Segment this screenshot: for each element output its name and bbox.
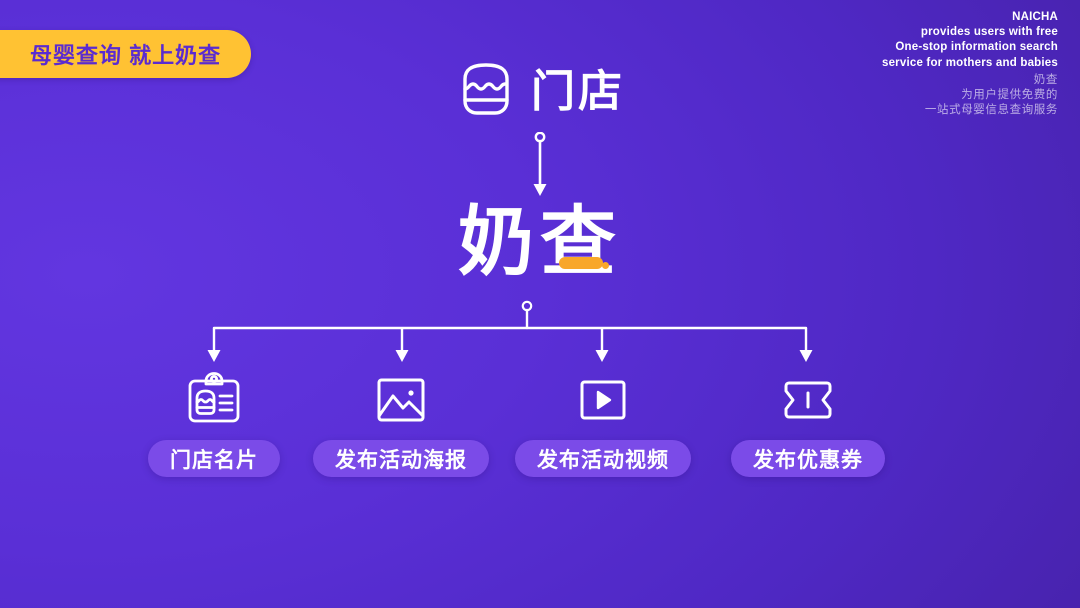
corner-caption: NAICHA provides users with free One-stop… [882, 10, 1058, 118]
caption-en-line-1: NAICHA [1012, 11, 1058, 23]
feature-items: 门店名片 发布活动海报 发布活 [0, 372, 1080, 492]
feature-label-store-card: 门店名片 [170, 448, 258, 472]
caption-en-line-3: One-stop information search [895, 41, 1058, 54]
store-node-label: 门店 [531, 66, 625, 116]
brand-logo-text: 奶查 [458, 200, 622, 285]
feature-item-poster[interactable]: 发布活动海报 [313, 372, 489, 477]
brand-logo: 奶查 [0, 205, 1080, 281]
tree-branch-connector [207, 300, 813, 362]
store-node: 门店 [0, 58, 1080, 125]
feature-label-poster: 发布活动海报 [335, 448, 467, 472]
feature-pill-video[interactable]: 发布活动视频 [515, 440, 691, 477]
caption-cn-line-2: 为用户提供免费的 [961, 88, 1058, 101]
store-card-icon [186, 372, 242, 428]
coupon-ticket-icon [781, 372, 835, 428]
caption-cn-line-3: 一站式母婴信息查询服务 [924, 104, 1058, 117]
tagline-badge: 母婴查询 就上奶查 [0, 30, 252, 78]
feature-label-coupon: 发布优惠券 [753, 448, 863, 472]
feature-pill-coupon[interactable]: 发布优惠券 [731, 440, 885, 477]
brand-logo-wrap: 奶查 [458, 205, 622, 281]
brand-accent-bar-icon [559, 257, 603, 269]
feature-item-store-card[interactable]: 门店名片 [148, 372, 280, 477]
feature-item-coupon[interactable]: 发布优惠券 [731, 372, 885, 477]
caption-en-line-4: service for mothers and babies [881, 56, 1058, 69]
feature-pill-store-card[interactable]: 门店名片 [148, 440, 280, 477]
caption-cn-line-1: 奶查 [1033, 73, 1058, 86]
feature-pill-poster[interactable]: 发布活动海报 [313, 440, 489, 477]
down-arrow-with-dot-icon [533, 132, 547, 196]
image-icon [375, 372, 427, 428]
caption-en-line-2: provides users with free [920, 26, 1058, 39]
brand-accent-dot-icon [602, 262, 609, 269]
store-icon [455, 58, 517, 125]
feature-label-video: 发布活动视频 [537, 448, 669, 472]
tagline-text: 母婴查询 就上奶查 [30, 43, 222, 68]
feature-item-video[interactable]: 发布活动视频 [515, 372, 691, 477]
video-play-icon [577, 372, 629, 428]
